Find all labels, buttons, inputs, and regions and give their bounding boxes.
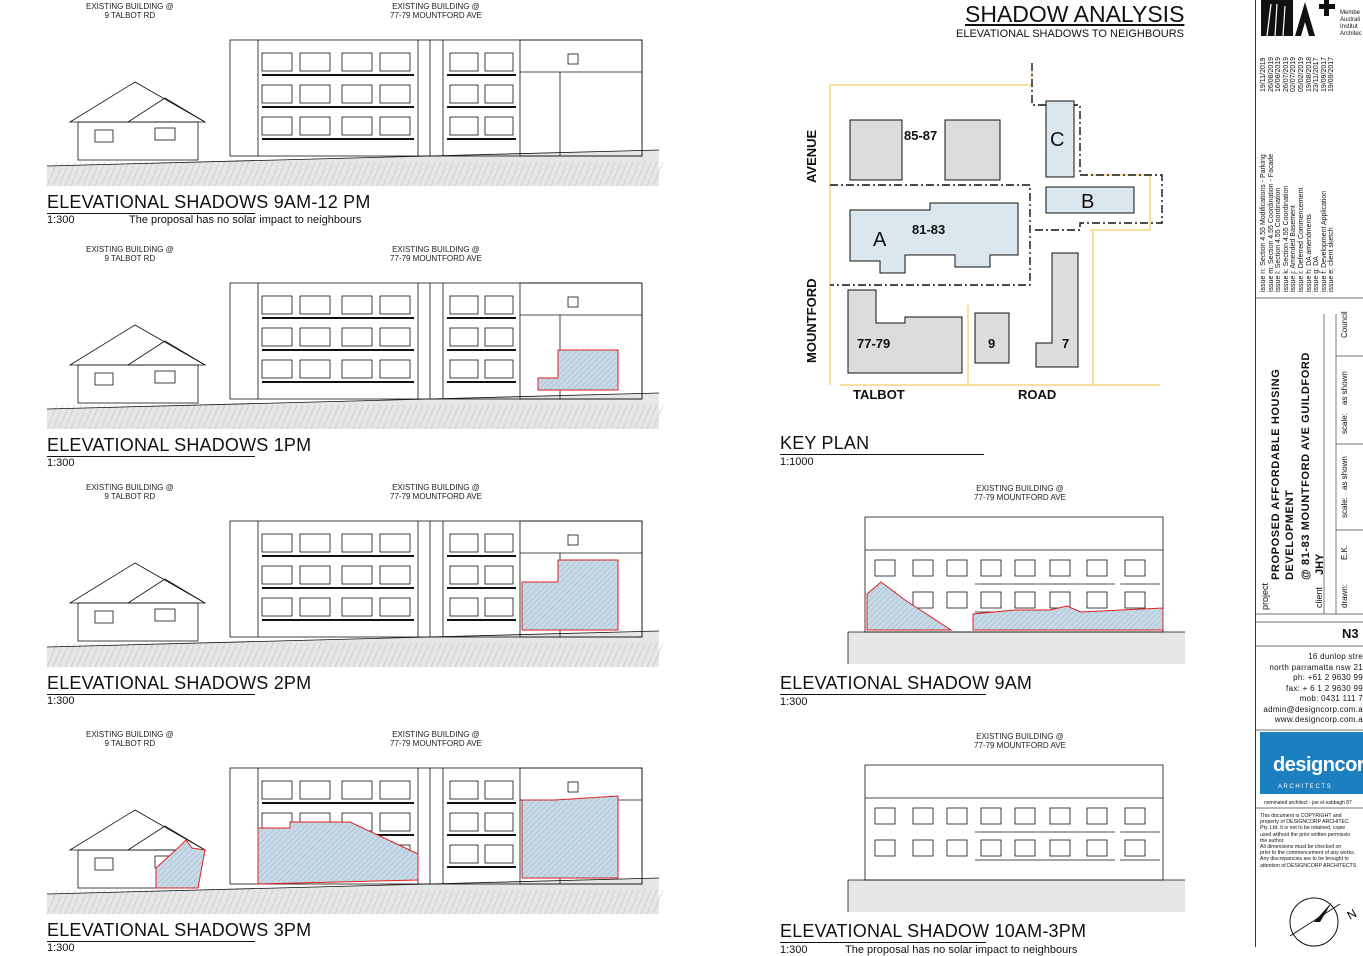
brand-logo: designcorp (1273, 754, 1363, 776)
svg-text:N: N (1345, 906, 1360, 922)
lot-81-83: 81-83 (912, 222, 945, 237)
label-77-79-mountford: EXISTING BUILDING @77-79 MOUNTFORD AVE (974, 732, 1066, 750)
right-elevation-scale: 1:300 (780, 696, 808, 708)
elevation-title-underline (47, 694, 255, 695)
elevation-scale: 1:300 (47, 214, 75, 226)
label-77-79-mountford: EXISTING BUILDING @77-79 MOUNTFORD AVE (390, 483, 482, 501)
right-elevation-underline (780, 694, 986, 695)
label-9-talbot: EXISTING BUILDING @9 TALBOT RD (86, 2, 174, 20)
key-plan-underline (780, 454, 984, 455)
elevation-title-underline (47, 941, 255, 942)
elevation-title: ELEVATIONAL SHADOWS 2PM (47, 673, 312, 693)
brand-sub: A R C H I T E C T S (1278, 784, 1331, 790)
key-plan: AVENUE MOUNTFORD TALBOT ROAD 85-87 81-83… (804, 63, 1163, 402)
right-elevation-drawing (847, 516, 1185, 664)
right-elevation-underline (780, 942, 986, 943)
street-mountford: MOUNTFORD (804, 279, 819, 364)
label-77-79-mountford: EXISTING BUILDING @77-79 MOUNTFORD AVE (390, 730, 482, 748)
block-c-label: C (1050, 129, 1064, 151)
right-elevation-note: The proposal has no solar impact to neig… (845, 944, 1078, 956)
elevation-title-underline (47, 213, 255, 214)
elevation-title: ELEVATIONAL SHADOWS 1PM (47, 435, 312, 455)
elevation-title: ELEVATIONAL SHADOWS 9AM-12 PM (47, 192, 371, 212)
elevation-drawing (46, 767, 664, 915)
elevation-note: The proposal has no solar impact to neig… (129, 214, 362, 226)
lot-9: 9 (988, 336, 995, 351)
street-avenue: AVENUE (804, 129, 819, 183)
right-elevation-title: ELEVATIONAL SHADOW 10AM-3PM (780, 921, 1087, 941)
label-9-talbot: EXISTING BUILDING @9 TALBOT RD (86, 730, 174, 748)
elevation-scale: 1:300 (47, 457, 75, 469)
block-a-label: A (873, 229, 887, 251)
label-77-79-mountford: EXISTING BUILDING @77-79 MOUNTFORD AVE (974, 484, 1066, 502)
elevation-scale: 1:300 (47, 942, 75, 954)
title-block-grid (1256, 297, 1363, 809)
aia-logo (1261, 0, 1335, 37)
elevation-title-underline (47, 456, 255, 457)
lot-77-79: 77-79 (857, 336, 890, 351)
key-plan-title: KEY PLAN (780, 433, 870, 453)
street-road: ROAD (1018, 387, 1056, 402)
block-b-label: B (1081, 191, 1094, 213)
lot-7: 7 (1062, 336, 1069, 351)
label-77-79-mountford: EXISTING BUILDING @77-79 MOUNTFORD AVE (390, 2, 482, 20)
lot-85-87: 85-87 (904, 128, 937, 143)
north-code: N3 (1342, 626, 1359, 641)
page-subtitle: ELEVATIONAL SHADOWS TO NEIGHBOURS (956, 28, 1184, 40)
label-9-talbot: EXISTING BUILDING @9 TALBOT RD (86, 483, 174, 501)
page-title: SHADOW ANALYSIS (965, 1, 1185, 27)
north-arrow-icon: N (1289, 897, 1360, 947)
elevation-drawing (46, 520, 664, 668)
elevation-title: ELEVATIONAL SHADOWS 3PM (47, 920, 312, 940)
elevation-scale: 1:300 (47, 695, 75, 707)
label-9-talbot: EXISTING BUILDING @9 TALBOT RD (86, 245, 174, 263)
elevation-drawing (46, 39, 664, 187)
right-elevation-drawing (847, 764, 1185, 912)
right-elevation-title: ELEVATIONAL SHADOW 9AM (780, 673, 1033, 693)
key-plan-scale: 1:1000 (780, 456, 814, 468)
title-block-border (1255, 0, 1256, 947)
label-77-79-mountford: EXISTING BUILDING @77-79 MOUNTFORD AVE (390, 245, 482, 263)
brand-panel: designcorp A R C H I T E C T S (1260, 732, 1363, 794)
street-talbot: TALBOT (853, 387, 905, 402)
nominated-architect: nominated architect - joe el-sabbagh 87 (1264, 800, 1352, 806)
elevation-drawing (46, 282, 664, 430)
right-elevation-scale: 1:300 (780, 944, 808, 956)
